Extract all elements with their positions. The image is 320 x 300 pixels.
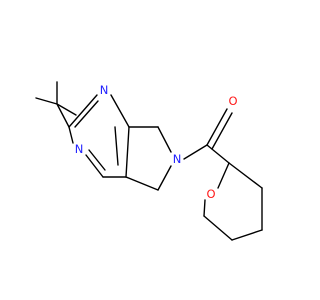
- pyrimidine-inner-1: [114, 126, 119, 166]
- molecule-structure: N N N O O: [35, 81, 263, 241]
- molecule-canvas: N N N O O: [35, 81, 263, 241]
- tbu-bond-left: [35, 97, 58, 105]
- thp-bond-c3-c2: [228, 162, 263, 189]
- pyrroline-bond-n-ch2: [157, 165, 172, 191]
- thp-bond-c6-c5: [203, 215, 233, 241]
- amide-bond-n-c: [183, 144, 208, 160]
- amide-bond-c-thp: [206, 144, 230, 164]
- tbu-bond-ring: [56, 103, 70, 128]
- pyrimidine-bond-c2-n-top: [68, 94, 98, 128]
- pyrimidine-bond-n-top-c7a: [110, 94, 130, 128]
- pyrimidine-inner-3: [74, 100, 99, 128]
- tbu-bond-down: [56, 103, 77, 116]
- bond-layer: [35, 81, 263, 241]
- carbonyl-bond-1: [206, 108, 228, 146]
- atom-label-o-carbonyl: O: [228, 94, 237, 108]
- pyrimidine-inner-2: [88, 149, 106, 171]
- thp-bond-c5-c4: [231, 229, 263, 241]
- pyrroline-bond-ch2-n: [157, 126, 172, 153]
- atom-label-o-tetrahydropyran: O: [206, 187, 215, 201]
- carbonyl-bond-2: [211, 112, 233, 150]
- pyrimidine-bond-c7a-c4a: [125, 126, 130, 178]
- atom-label-layer: N N N O O: [75, 83, 238, 201]
- atom-label-n-pyrrolidine: N: [173, 152, 182, 166]
- atom-label-n-pyrimidine-top: N: [100, 83, 109, 97]
- thp-bond-o-c6: [203, 199, 206, 217]
- pyrroline-bond-ch2-c4a: [125, 176, 159, 191]
- pyrimidine-bond-c4-n-left: [85, 154, 104, 178]
- thp-bond-c2-o: [217, 162, 230, 189]
- atom-label-n-pyrimidine-left: N: [75, 142, 84, 156]
- pyrimidine-bond-n-left-c2: [68, 126, 74, 144]
